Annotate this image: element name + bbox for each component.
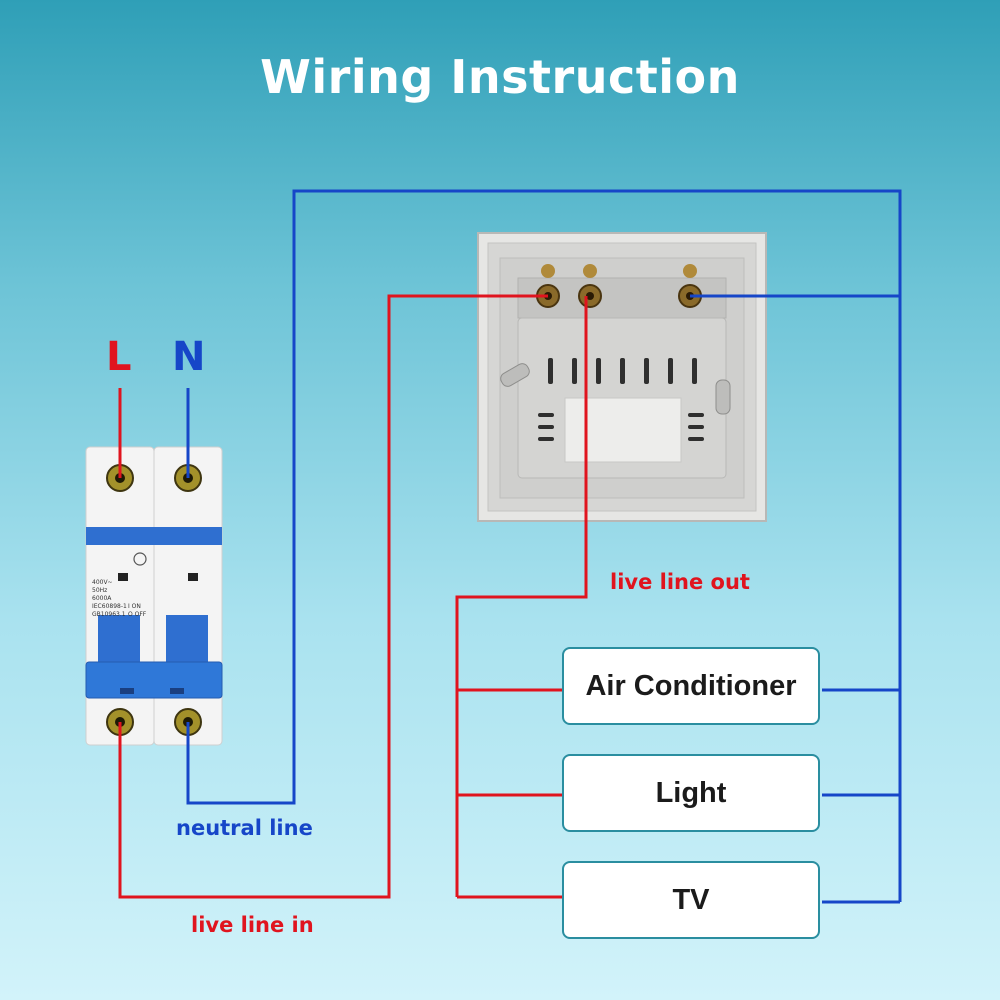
- breaker-spec-capacity: 6000A: [92, 595, 112, 602]
- breaker-off-mark: O OFF: [128, 611, 147, 618]
- neutral-wiring: [186, 189, 902, 904]
- live-wiring: [118, 294, 588, 899]
- breaker-spec-standard-2: GB10963.1: [92, 611, 126, 618]
- neutral-line-label: neutral line: [176, 816, 313, 840]
- appliance-tv: TV: [562, 861, 820, 939]
- live-pole-label: L: [106, 334, 132, 380]
- live-line-out-label: live line out: [610, 570, 750, 594]
- diagram-title: Wiring Instruction: [260, 50, 740, 104]
- breaker-spec-voltage: 400V~: [92, 579, 113, 586]
- circuit-breaker: 400V~ 50Hz 6000A IEC60898-1 GB10963.1 I …: [85, 446, 223, 746]
- neutral-pole-label: N: [172, 334, 206, 380]
- breaker-on-mark: I ON: [128, 603, 141, 610]
- appliance-light: Light: [562, 754, 820, 832]
- live-line-in-label: live line in: [191, 913, 314, 937]
- breaker-spec-frequency: 50Hz: [92, 587, 107, 594]
- wall-switch: [477, 232, 767, 522]
- breaker-spec-standard-1: IEC60898-1: [92, 603, 127, 610]
- appliance-air-conditioner: Air Conditioner: [562, 647, 820, 725]
